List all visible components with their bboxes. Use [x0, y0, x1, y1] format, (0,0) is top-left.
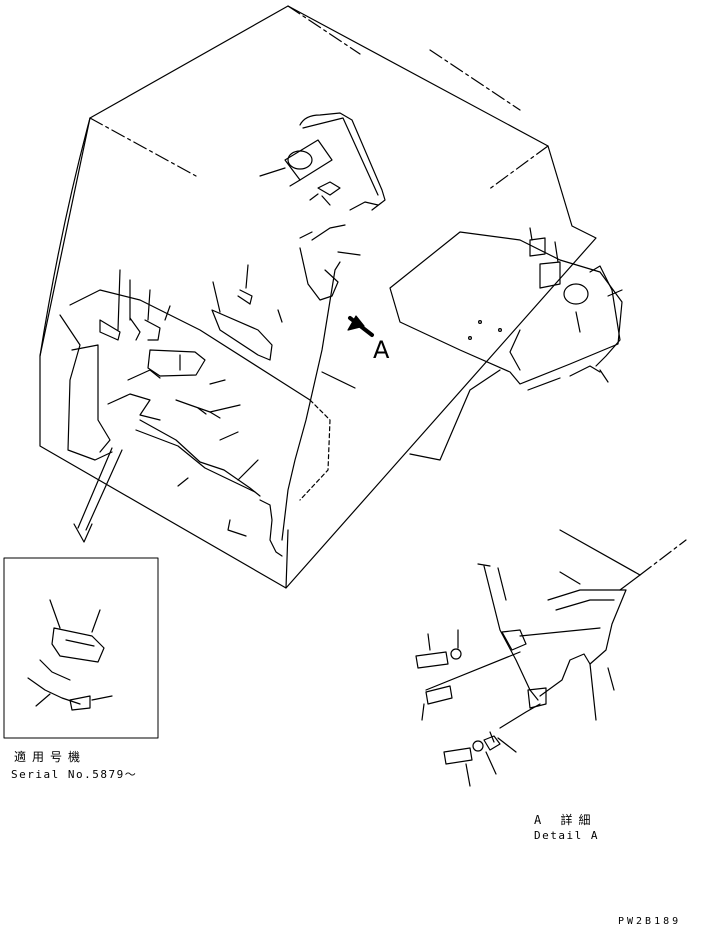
- left-frame: [59, 289, 331, 537]
- serial-number-text: Serial No.5879～: [11, 768, 138, 781]
- drawing-id: PW2B189: [618, 916, 682, 927]
- inset-arrow: [73, 447, 123, 543]
- cab-body: [39, 5, 597, 589]
- right-frame: [389, 231, 623, 385]
- serial-inset: [3, 557, 159, 739]
- serial-title-jp: 適用号機: [14, 750, 87, 764]
- view-arrow-label: A: [373, 336, 390, 364]
- right-lamp: [527, 227, 623, 391]
- detail-title-jp: A 詳細: [534, 813, 597, 827]
- left-harness: [99, 264, 283, 557]
- detail-a: [415, 529, 687, 787]
- top-lamp: [259, 112, 386, 241]
- rear-cable: [281, 247, 374, 541]
- detail-title-en: Detail A: [534, 829, 599, 842]
